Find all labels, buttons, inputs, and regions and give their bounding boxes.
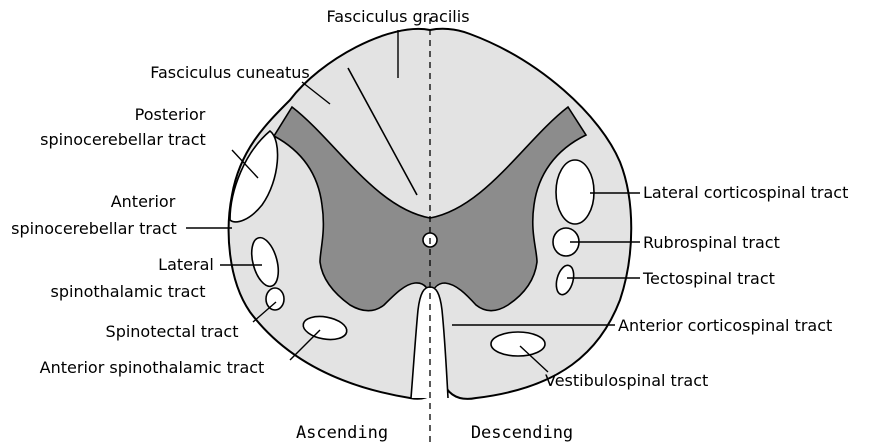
label-tectospinal: Tectospinal tract <box>642 269 775 288</box>
label-posterior-spinocerebellar-line1: Posterior <box>135 105 206 124</box>
label-posterior-spinocerebellar-line2: spinocerebellar tract <box>40 130 206 149</box>
label-rubrospinal: Rubrospinal tract <box>643 233 780 252</box>
label-spinotectal: Spinotectal tract <box>106 322 239 341</box>
label-anterior-spinocerebellar-line1: Anterior <box>111 192 176 211</box>
lateral-corticospinal-tract-shape <box>556 160 594 224</box>
label-fasciculus-gracilis: Fasciculus gracilis <box>326 7 469 26</box>
label-descending: Descending <box>471 423 573 443</box>
spinotectal-tract-shape <box>266 288 284 310</box>
label-fasciculus-cuneatus: Fasciculus cuneatus <box>150 63 310 82</box>
label-anterior-corticospinal: Anterior corticospinal tract <box>618 316 832 335</box>
label-ascending: Ascending <box>296 423 388 443</box>
label-lateral-corticospinal: Lateral corticospinal tract <box>643 183 848 202</box>
label-vestibulospinal: Vestibulospinal tract <box>545 371 708 390</box>
vestibulospinal-tract-shape <box>491 332 545 356</box>
label-lateral-spinothalamic-line2: spinothalamic tract <box>51 282 206 301</box>
label-anterior-spinothalamic: Anterior spinothalamic tract <box>40 358 265 377</box>
label-anterior-spinocerebellar-line2: spinocerebellar tract <box>11 219 177 238</box>
label-lateral-spinothalamic-line1: Lateral <box>158 255 214 274</box>
